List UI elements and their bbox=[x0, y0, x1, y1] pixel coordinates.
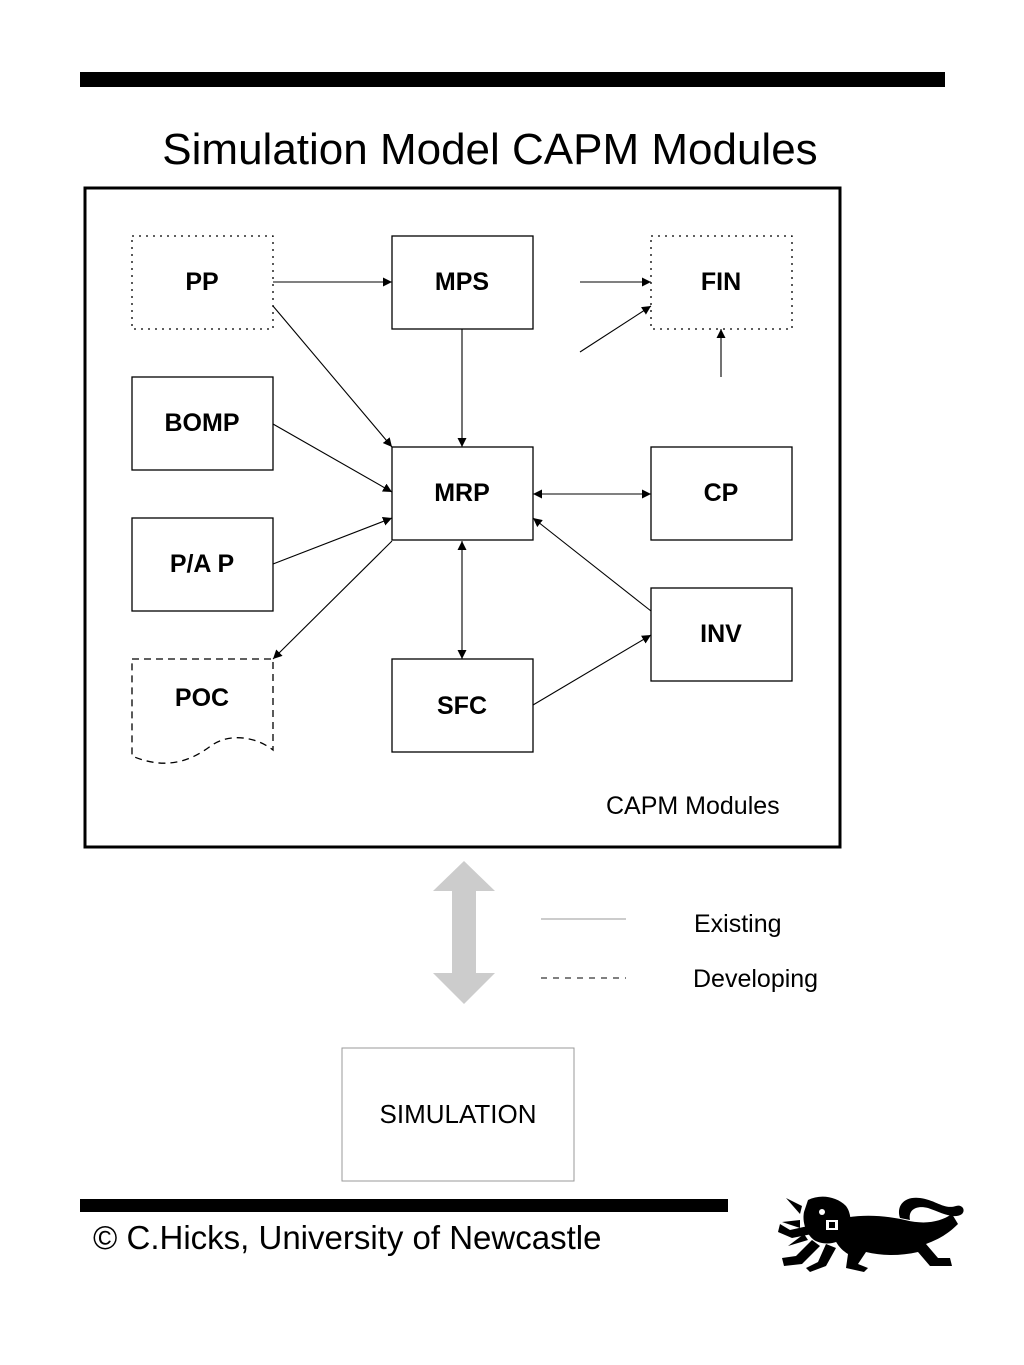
arrow-sfc-to-inv bbox=[532, 634, 652, 706]
arrow-bomp-to-mrp bbox=[272, 423, 393, 493]
container-label: CAPM Modules bbox=[606, 792, 780, 820]
module-bomp-label: BOMP bbox=[165, 409, 240, 437]
simulation-box: SIMULATION bbox=[341, 1047, 575, 1182]
module-mrp: MRP bbox=[391, 446, 534, 541]
legend-developing-label: Developing bbox=[693, 965, 818, 993]
module-fin: FIN bbox=[650, 235, 793, 330]
module-pp: PP bbox=[131, 235, 274, 330]
module-pap: P/A P bbox=[131, 517, 274, 612]
module-poc-label: POC bbox=[175, 684, 229, 712]
module-sfc: SFC bbox=[391, 658, 534, 753]
module-mps-label: MPS bbox=[435, 268, 489, 296]
footer-copyright: © C.Hicks, University of Newcastle bbox=[93, 1219, 602, 1256]
module-inv-label: INV bbox=[700, 620, 742, 648]
double-arrow-icon bbox=[433, 861, 495, 1004]
arrow-pap-to-mrp bbox=[272, 517, 393, 565]
capm-modules-container bbox=[83, 186, 842, 849]
module-cp: CP bbox=[650, 446, 793, 541]
module-cp-label: CP bbox=[704, 479, 739, 507]
arrow-to-fin-diagonal bbox=[579, 305, 652, 353]
arrow-pp-to-mrp bbox=[272, 305, 393, 448]
top-rule bbox=[80, 72, 945, 87]
legend-existing-label: Existing bbox=[694, 910, 782, 938]
module-sfc-label: SFC bbox=[437, 692, 487, 720]
module-pap-label: P/A P bbox=[170, 550, 234, 578]
arrow-inv-to-mrp bbox=[532, 517, 652, 612]
module-poc: POC bbox=[131, 658, 274, 764]
arrow-mrp-to-poc bbox=[272, 540, 393, 660]
module-pp-label: PP bbox=[185, 268, 218, 296]
module-inv: INV bbox=[650, 587, 793, 682]
simulation-label: SIMULATION bbox=[380, 1099, 537, 1129]
module-bomp: BOMP bbox=[131, 376, 274, 471]
page-title: Simulation Model CAPM Modules bbox=[162, 125, 818, 174]
module-mrp-label: MRP bbox=[434, 479, 490, 507]
bottom-rule bbox=[80, 1199, 728, 1212]
connections bbox=[272, 277, 726, 706]
module-fin-label: FIN bbox=[701, 268, 741, 296]
lion-logo-icon bbox=[778, 1196, 964, 1272]
module-mps: MPS bbox=[391, 235, 534, 330]
